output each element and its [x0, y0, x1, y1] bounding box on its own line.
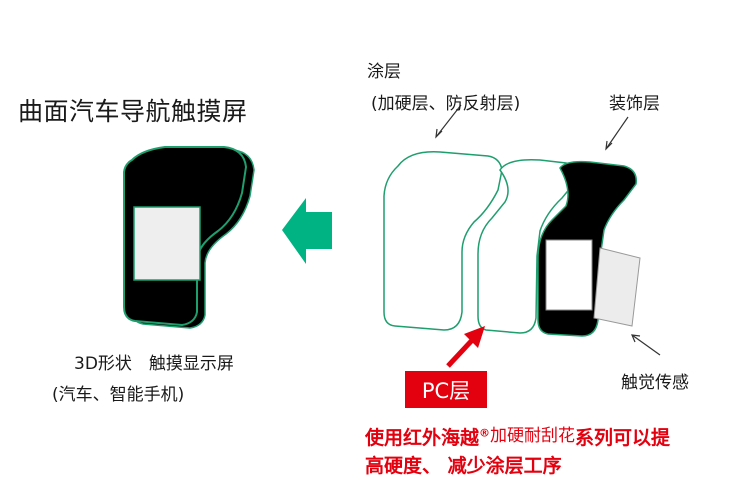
note-text-c: 系列可以提 [575, 427, 671, 449]
note-text-b: 加硬耐刮花 [490, 426, 576, 446]
decoration-window [545, 239, 593, 311]
display-label: 3D形状 触摸显示屏 [74, 354, 234, 374]
display-sublabel: (汽车、智能手机) [52, 385, 185, 405]
pc-pointer-arrow-icon [464, 326, 485, 348]
decoration-label: 装饰层 [609, 94, 660, 114]
touch-sensor-label: 触觉传感 [621, 373, 689, 393]
assembled-display [123, 146, 255, 329]
coating-layer [383, 151, 503, 331]
diagram-title: 曲面汽车导航触摸屏 [18, 97, 248, 126]
note-line-2: 高硬度、 减少涂层工序 [365, 455, 562, 477]
assembly-arrow-icon [282, 198, 332, 264]
note-text-a: 使用红外海越 [365, 427, 480, 449]
touch-sensor-layer [593, 247, 641, 327]
pc-layer-badge: PC层 [405, 371, 487, 408]
coating-sublabel: (加硬层、防反射层) [371, 94, 521, 114]
registered-mark: ® [479, 426, 491, 440]
coating-label: 涂层 [367, 62, 401, 82]
display-screen [133, 206, 201, 281]
note-line-1: 使用红外海越®加硬耐刮花系列可以提 [365, 421, 670, 450]
